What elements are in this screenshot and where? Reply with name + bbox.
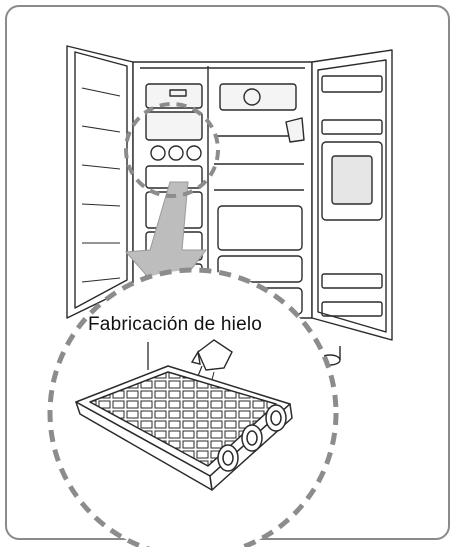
icemaker-highlight <box>124 102 220 198</box>
refrigerator-illustration <box>66 45 393 366</box>
ice-tray-illustration <box>75 365 293 491</box>
ice-making-label: Fabricación de hielo <box>88 314 263 335</box>
water-pitcher-icon <box>190 339 233 389</box>
